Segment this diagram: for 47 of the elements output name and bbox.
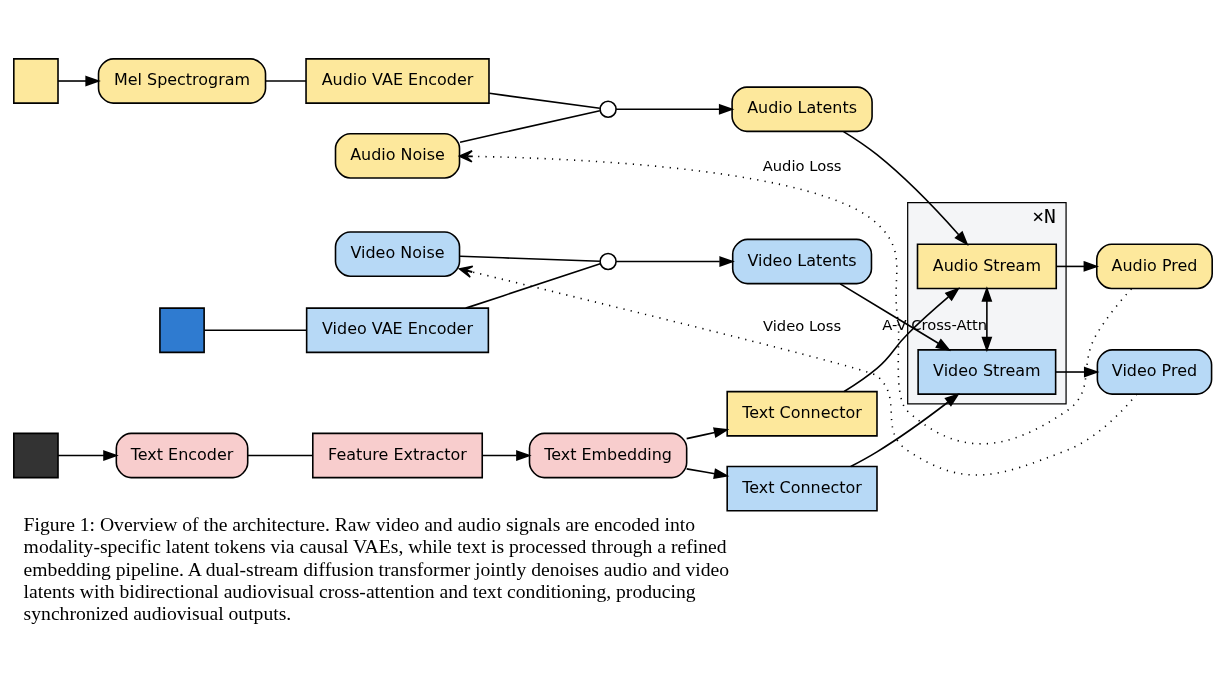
node-box: Video Latents <box>731 238 873 285</box>
node-box: Text Embedding <box>528 432 688 479</box>
connector <box>459 110 601 143</box>
node-box: Audio Latents <box>731 86 873 133</box>
node-box: Text Connector <box>726 390 878 437</box>
node-circle <box>599 252 617 271</box>
arrow <box>615 103 735 115</box>
node-box: Video Stream <box>917 349 1057 395</box>
arrow <box>1054 366 1100 378</box>
arrow <box>981 286 993 353</box>
arrow <box>685 468 730 479</box>
arrow <box>458 265 1138 476</box>
node-box: Audio Pred <box>1095 243 1213 290</box>
arrow <box>482 450 532 461</box>
connector <box>464 262 602 309</box>
node-box: Text Connector <box>726 465 878 512</box>
node-box: Text Encoder <box>115 432 249 479</box>
node-box: Video Pred <box>1096 349 1213 395</box>
node-box <box>13 58 59 104</box>
node-box <box>13 432 59 479</box>
node-box <box>159 307 205 354</box>
node-box: Video VAE Encoder <box>305 307 490 354</box>
arrow <box>458 150 1133 445</box>
connector <box>264 80 307 82</box>
node-box: Audio Stream <box>916 243 1058 290</box>
node-box: Feature Extractor <box>312 432 484 479</box>
edge-label: Audio Loss <box>762 157 842 175</box>
edge-label: Video Loss <box>762 317 842 334</box>
caption: Figure 1: Overview of the architecture. Raw video and audio signals are encoded into modality-specific latent tokens via causal VAEs, while text is processed through a refined embedding pipeline. A dual-stream diffusion transformer jointly denoises audio and video latents with bidirectional audiovisual cross-attention and text conditioning, producing synchronized audiovisual outputs. <box>23 513 730 624</box>
arrow <box>842 130 969 247</box>
node-box: Video Noise <box>334 231 461 278</box>
node-box: Mel Spectrogram <box>97 58 267 104</box>
arrow <box>57 75 101 87</box>
node-box: Audio VAE Encoder <box>305 58 490 104</box>
connector <box>459 255 601 263</box>
arrow <box>839 283 952 352</box>
node-box: Audio Noise <box>334 133 461 179</box>
arrow <box>685 427 730 440</box>
connector <box>246 454 314 457</box>
node-circle <box>599 100 617 119</box>
arrow <box>1055 261 1100 272</box>
arrow <box>57 450 119 461</box>
connector <box>203 329 308 332</box>
connector <box>488 92 601 110</box>
arrow <box>843 287 961 393</box>
arrow <box>615 256 735 267</box>
arrow <box>849 392 960 468</box>
